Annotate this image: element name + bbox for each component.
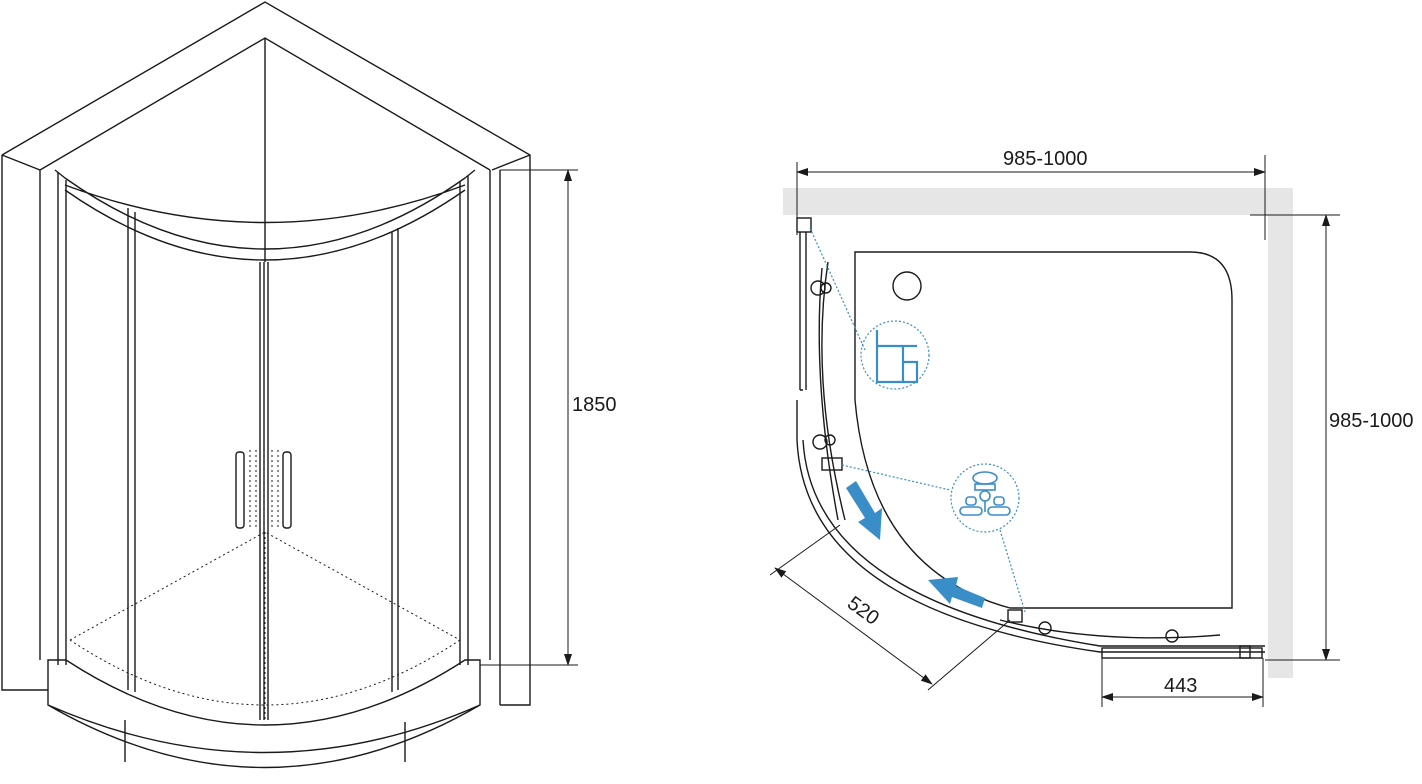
wall-side [1268, 188, 1293, 678]
dimension-door-opening: 520 [769, 524, 1011, 691]
tray-hidden-lines [69, 531, 461, 720]
depth-label: 985-1000 [1329, 410, 1414, 432]
plan-view: 985-1000 985-1000 [769, 148, 1414, 707]
detail-roller [841, 463, 1026, 613]
wall-back [783, 188, 1293, 215]
frame-top [54, 169, 476, 261]
detail-profile [809, 227, 930, 390]
direction-arrows [846, 481, 985, 608]
width-label: 985-1000 [1003, 148, 1088, 170]
shower-tray [47, 659, 481, 769]
arrow-left-icon [928, 577, 985, 608]
door-opening-label: 520 [843, 592, 883, 629]
isometric-view: 1850 [1, 1, 617, 769]
profile-detail-icon [875, 330, 919, 384]
side-panel-label: 443 [1164, 675, 1197, 697]
enclosure-profile [796, 217, 1265, 659]
dimension-height: 1850 [480, 169, 617, 666]
dimension-depth-right: 985-1000 [1265, 214, 1414, 661]
arrow-down-icon [846, 481, 882, 540]
drain-icon [892, 271, 922, 301]
roller-detail-icon [959, 471, 1011, 516]
shower-tray-plan [854, 251, 1233, 609]
wall-outline [1, 1, 531, 706]
wall-inner-corner [39, 37, 501, 705]
handles [235, 450, 292, 530]
height-label: 1850 [572, 394, 617, 416]
dimension-side-panel: 443 [1101, 655, 1264, 707]
posts [57, 172, 469, 720]
